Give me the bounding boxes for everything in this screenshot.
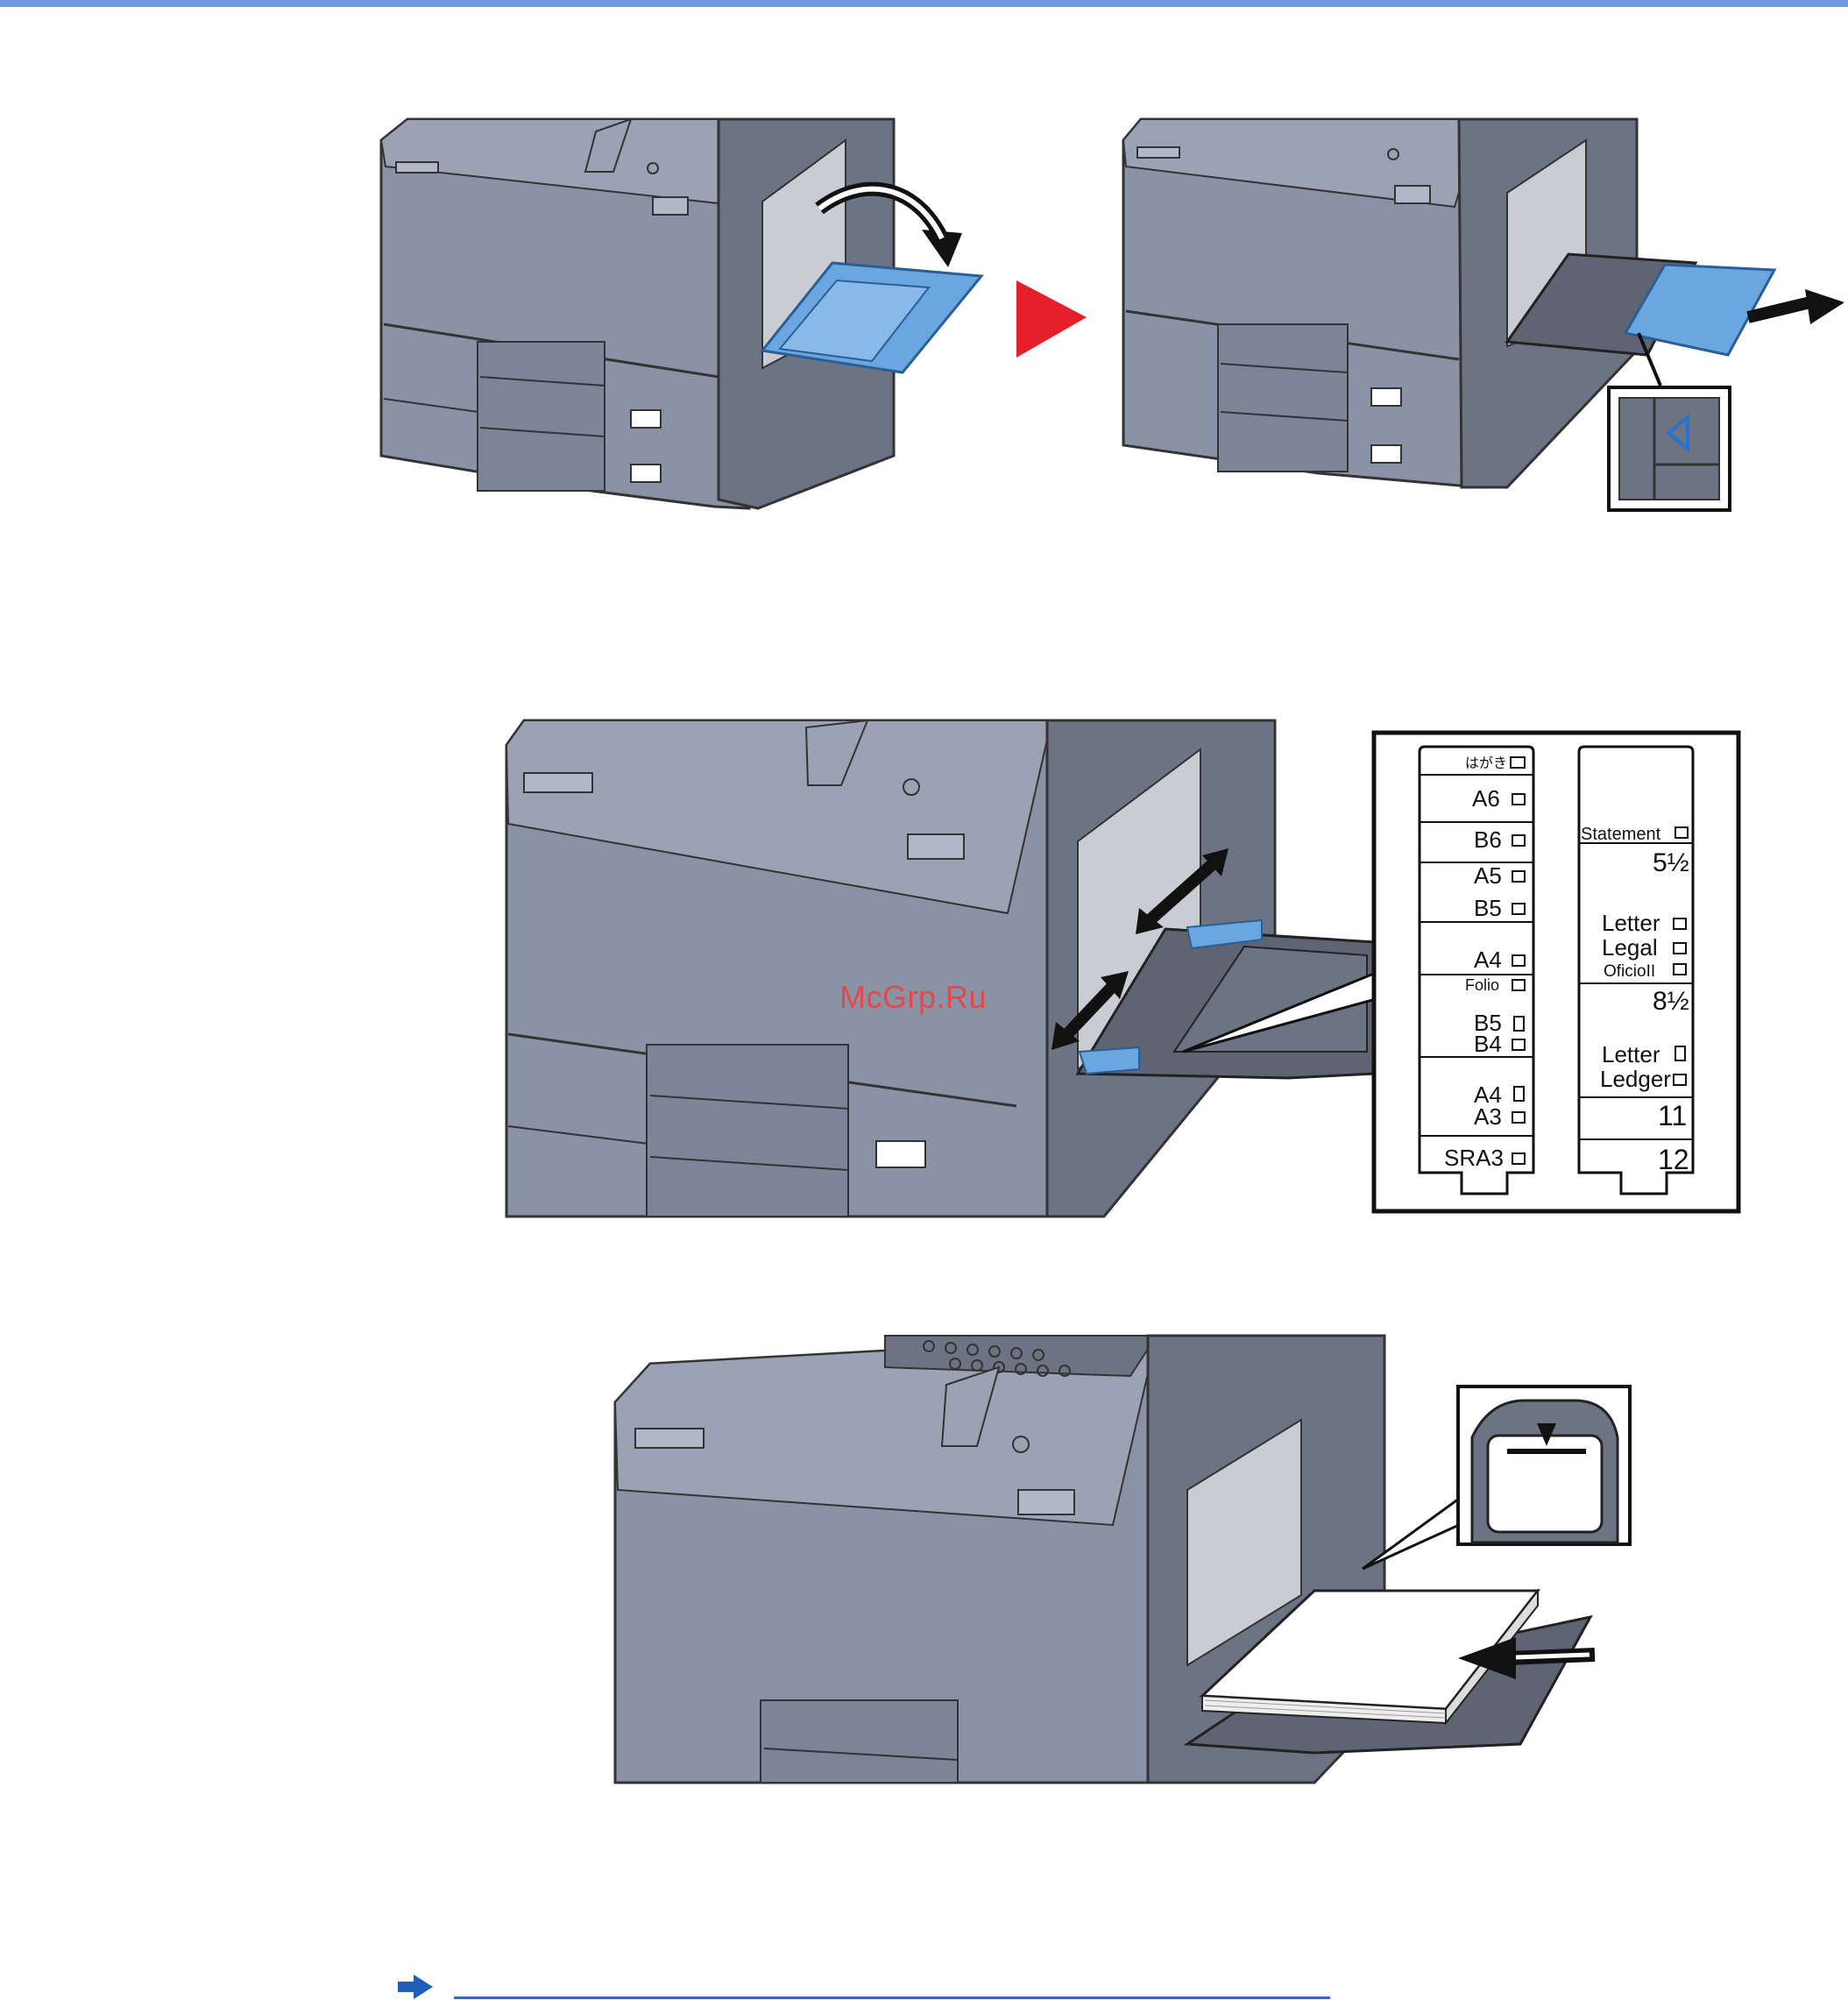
scale-label-a4: A4 (1474, 947, 1502, 973)
scale-label-8-half: 8½ (1653, 987, 1689, 1016)
step-arrow-icon (1016, 280, 1087, 358)
arrow-right-icon (396, 1974, 435, 2000)
scale-label-5-half: 5½ (1653, 848, 1689, 877)
scale-label-oficio: OficioII (1604, 962, 1655, 981)
tray-extension-mark-inset (1609, 387, 1730, 510)
scale-label-statement: Statement (1581, 825, 1661, 844)
scale-label-sra3: SRA3 (1444, 1145, 1504, 1171)
scale-label-legal: Legal (1602, 934, 1658, 961)
scale-label-a3: A3 (1474, 1103, 1502, 1130)
scale-label-letter: Letter (1602, 910, 1660, 936)
scale-label-b5: B5 (1474, 895, 1502, 921)
figure1-right-printer (1123, 119, 1844, 487)
scale-label-ledger: Ledger (1600, 1066, 1671, 1092)
scale-label-12: 12 (1658, 1144, 1689, 1175)
figure1-left-printer (381, 119, 981, 508)
scale-label-11: 11 (1658, 1100, 1687, 1131)
figure3-printer (615, 1336, 1595, 1783)
scale-label-hagaki: はがき (1465, 755, 1507, 771)
reference-link-underline (454, 1996, 1330, 1999)
scale-label-a6: A6 (1472, 785, 1500, 812)
paper-size-scale-inset: はがき A6 B6 A5 B5 A4 Folio B5 B4 A4 A3 SRA… (1374, 733, 1738, 1211)
scale-label-a5: A5 (1474, 862, 1502, 889)
watermark: McGrp.Ru (839, 979, 987, 1016)
scale-label-b4: B4 (1474, 1031, 1502, 1057)
paper-load-limit-inset (1458, 1387, 1630, 1544)
figure2-printer (506, 720, 1376, 1216)
scale-label-b6: B6 (1474, 826, 1502, 853)
scale-label-letter-portrait: Letter (1602, 1041, 1660, 1067)
reference-link-row[interactable] (396, 1972, 1360, 2000)
scale-label-folio: Folio (1465, 976, 1499, 994)
